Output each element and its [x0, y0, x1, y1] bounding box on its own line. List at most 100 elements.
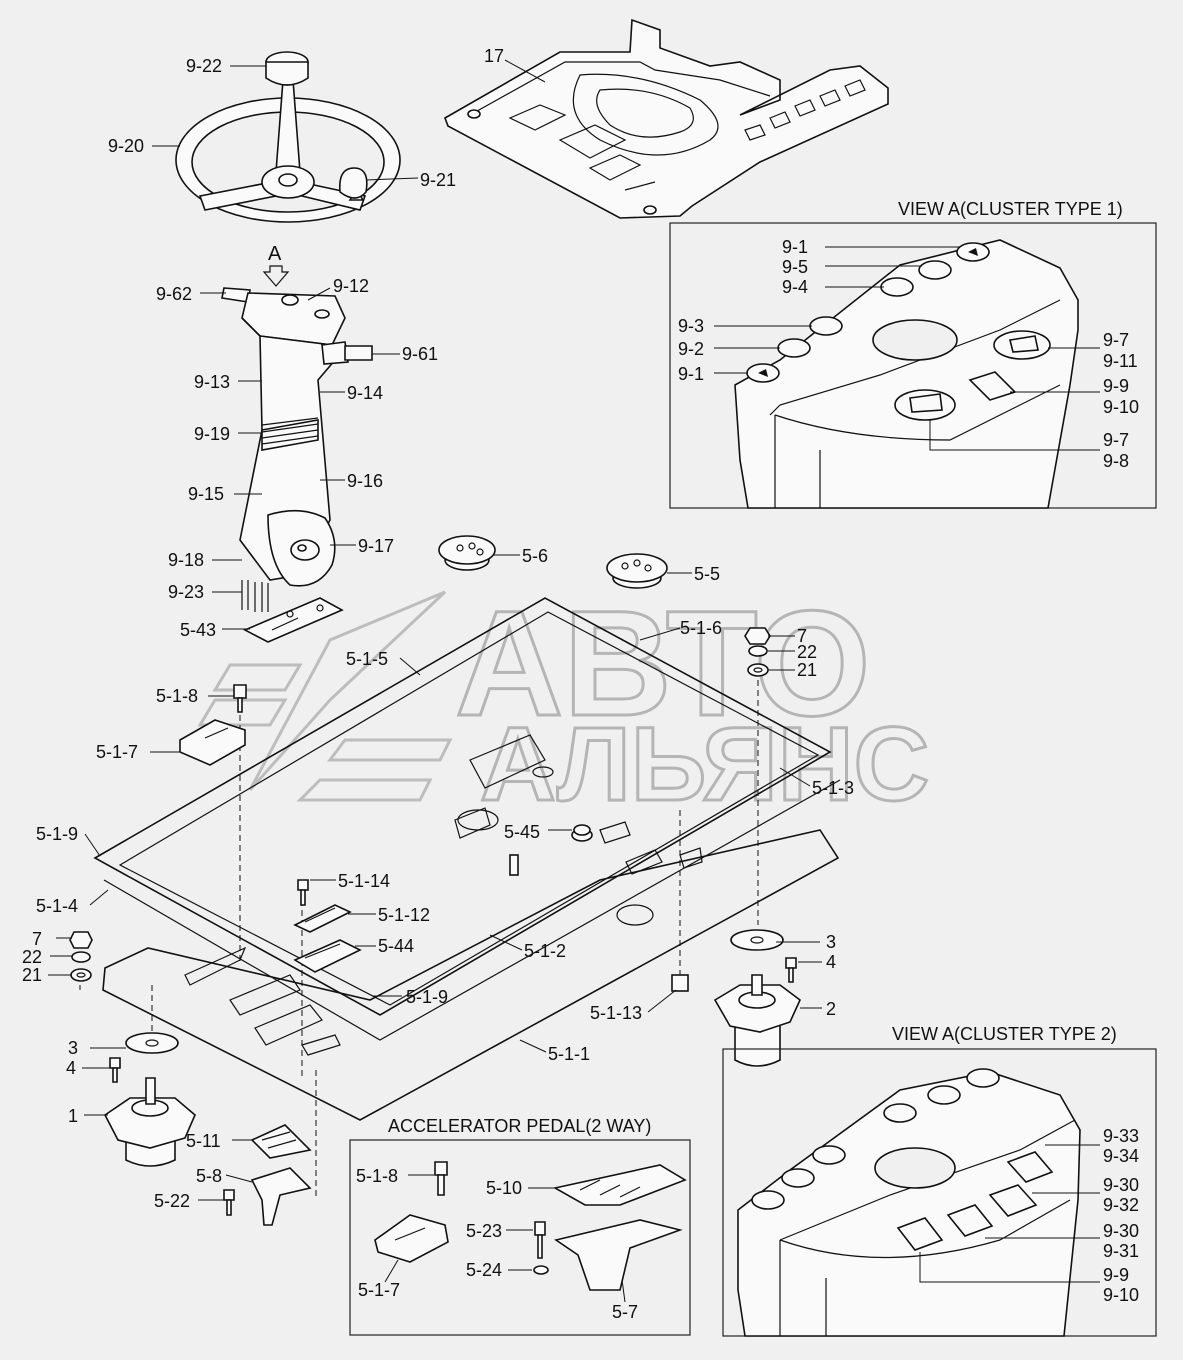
c1-button-9-4 [880, 277, 914, 297]
c1-label-9-4: 9-4 [782, 277, 808, 297]
pedal-labels: 5-1-8 5-10 5-23 5-24 5-1-7 5-7 [356, 1166, 638, 1322]
p-label-5-23: 5-23 [466, 1221, 502, 1241]
c1-label-9-10: 9-10 [1103, 397, 1139, 417]
cluster-type-2-title: VIEW A(CLUSTER TYPE 2) [892, 1024, 1117, 1044]
p-label-5-1-8: 5-1-8 [356, 1166, 398, 1186]
label-5-1-2: 5-1-2 [524, 941, 566, 961]
bracket-5-43 [243, 597, 344, 643]
label-9-19: 9-19 [194, 424, 230, 444]
label-2: 2 [826, 999, 836, 1019]
c1-label-9-5: 9-5 [782, 257, 808, 277]
label-7-left: 7 [32, 929, 42, 949]
label-9-62: 9-62 [156, 284, 192, 304]
label-5-45: 5-45 [504, 822, 540, 842]
label-5-5: 5-5 [694, 564, 720, 584]
c1-label-9-1a: 9-1 [782, 237, 808, 257]
leader-lines [48, 59, 822, 1201]
label-17: 17 [484, 46, 504, 66]
grommet-5-6 [438, 535, 496, 571]
arrow-icon [758, 369, 768, 377]
pedal-leaders [384, 1174, 626, 1303]
label-4-left: 4 [66, 1058, 76, 1078]
p-label-5-7: 5-7 [612, 1302, 638, 1322]
c2-label-9-10: 9-10 [1103, 1285, 1139, 1305]
mount-left [103, 1032, 196, 1167]
pedal-panel-title: ACCELERATOR PEDAL(2 WAY) [388, 1116, 651, 1136]
c2-label-9-31: 9-31 [1103, 1241, 1139, 1261]
label-1: 1 [68, 1106, 78, 1126]
c2-rocker-9-30b [946, 1204, 994, 1237]
bracket-5-8 [223, 1167, 312, 1226]
label-22-right: 22 [797, 642, 817, 662]
label-21-right: 21 [797, 660, 817, 680]
label-21-left: 21 [22, 965, 42, 985]
pedal-parts [374, 1161, 687, 1291]
cluster-1-labels: 9-1 9-5 9-4 9-3 9-2 9-1 9-7 9-11 9-9 9-1… [678, 237, 1139, 471]
label-9-21: 9-21 [420, 170, 456, 190]
c1-label-9-1b: 9-1 [678, 364, 704, 384]
p-label-5-1-7: 5-1-7 [358, 1280, 400, 1300]
cluster-2-labels: 9-33 9-34 9-30 9-32 9-30 9-31 9-9 9-10 [1103, 1126, 1139, 1305]
label-9-15: 9-15 [188, 484, 224, 504]
label-5-1-1: 5-1-1 [548, 1044, 590, 1064]
c2-rocker-9-9 [896, 1217, 944, 1251]
c1-label-9-2: 9-2 [678, 339, 704, 359]
watermark: АВТО АЛЬЯНС [197, 578, 931, 825]
c1-label-9-8: 9-8 [1103, 451, 1129, 471]
c1-label-9-11: 9-11 [1103, 351, 1138, 371]
label-22-left: 22 [22, 947, 42, 967]
part-labels: 17 9-22 9-20 9-21 9-62 9-12 9-61 9-13 9-… [22, 46, 854, 1211]
watermark-line1: АВТО [455, 579, 871, 747]
cluster-type-2-panel: VIEW A(CLUSTER TYPE 2) [722, 1024, 1157, 1337]
c1-label-9-7a: 9-7 [1103, 330, 1129, 350]
label-9-14: 9-14 [347, 383, 383, 403]
label-5-22: 5-22 [154, 1191, 190, 1211]
label-5-8: 5-8 [196, 1166, 222, 1186]
label-4-right: 4 [826, 952, 836, 972]
c1-label-9-9: 9-9 [1103, 376, 1129, 396]
label-5-1-5: 5-1-5 [346, 649, 388, 669]
label-5-1-13: 5-1-13 [590, 1003, 642, 1023]
c1-label-9-3: 9-3 [678, 316, 704, 336]
label-9-17: 9-17 [358, 536, 394, 556]
pedal-5-11 [250, 1124, 312, 1159]
label-5-1-8: 5-1-8 [156, 686, 198, 706]
c2-label-9-34: 9-34 [1103, 1146, 1139, 1166]
accelerator-pedal-panel: ACCELERATOR PEDAL(2 WAY) 5-1-8 5-10 5-23 [349, 1116, 691, 1336]
view-arrow: A [262, 243, 290, 287]
label-9-22: 9-22 [186, 56, 222, 76]
c2-rocker-9-30a [988, 1184, 1038, 1217]
c2-label-9-33: 9-33 [1103, 1126, 1139, 1146]
c1-label-9-7b: 9-7 [1103, 430, 1129, 450]
c2-label-9-32: 9-32 [1103, 1195, 1139, 1215]
label-5-1-9-top: 5-1-9 [36, 824, 78, 844]
hardware-right [744, 627, 771, 677]
bracket-5-1-7 [179, 684, 247, 766]
cluster-2-leaders [919, 1144, 1100, 1283]
label-5-44: 5-44 [378, 936, 414, 956]
label-9-18: 9-18 [168, 550, 204, 570]
floor-plate-bottom [102, 734, 840, 1121]
label-9-23: 9-23 [168, 582, 204, 602]
label-9-12: 9-12 [333, 276, 369, 296]
c1-button-9-5 [918, 260, 952, 280]
control-column [221, 287, 373, 612]
c2-label-9-9: 9-9 [1103, 1265, 1129, 1285]
cluster-type-1-panel: VIEW A(CLUSTER TYPE 1) [669, 199, 1157, 509]
label-5-1-12: 5-1-12 [378, 905, 430, 925]
label-7-right: 7 [797, 626, 807, 646]
label-5-1-9-bottom: 5-1-9 [406, 987, 448, 1007]
label-5-11: 5-11 [186, 1131, 221, 1151]
label-5-1-4: 5-1-4 [36, 896, 78, 916]
c1-button-9-2 [777, 338, 811, 358]
c2-label-9-30a: 9-30 [1103, 1175, 1139, 1195]
label-5-1-3: 5-1-3 [812, 778, 854, 798]
p-label-5-10: 5-10 [486, 1178, 522, 1198]
watermark-logo [197, 590, 453, 802]
grommet-5-45 [571, 824, 593, 842]
c1-button-9-3 [809, 316, 843, 336]
grommet-5-5 [606, 553, 668, 589]
label-9-61: 9-61 [402, 344, 438, 364]
label-9-13: 9-13 [194, 372, 230, 392]
